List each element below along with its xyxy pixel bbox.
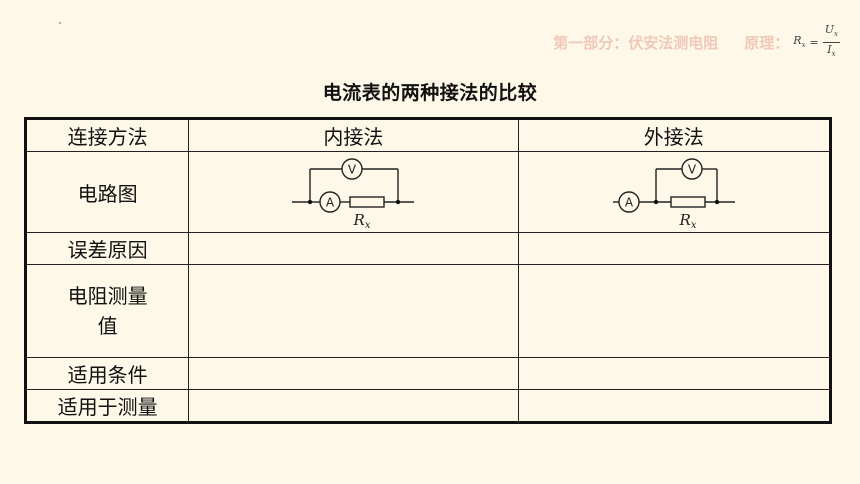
table-row-conditions: 适用条件 [24, 357, 832, 390]
resistor-label: Rx [353, 211, 371, 229]
external-conditions-cell [517, 357, 832, 390]
measured-value-label-text: 电阻测量值 [67, 284, 148, 338]
voltmeter-icon [341, 158, 364, 180]
table-row-suitable-for: 适用于测量 [24, 389, 832, 423]
ammeter-symbol-external: A [625, 196, 634, 210]
table-row-circuit: 电路图 V A Rx [24, 151, 832, 233]
internal-measured-value-cell [188, 264, 519, 358]
junction-dot-right-external [714, 199, 719, 205]
external-error-cause-cell [517, 232, 832, 265]
ammeter-icon-external [618, 191, 640, 213]
comparison-table: 连接方法 内接法 外接法 电路图 V A [24, 117, 832, 424]
external-circuit-cell: A V Rx [517, 151, 832, 233]
formula-denominator: I [827, 42, 832, 56]
resistance-formula: Rx = Ux Ix [793, 23, 840, 60]
table-row-error-cause: 误差原因 [24, 232, 832, 265]
row-label-error-cause: 误差原因 [24, 232, 190, 265]
internal-error-cause-cell [188, 232, 519, 265]
page-title: 电流表的两种接法的比较 [322, 82, 538, 104]
formula-numerator: U [824, 23, 835, 37]
row-label-conditions: 适用条件 [24, 357, 190, 390]
resistor-label-main-external: R [678, 211, 690, 229]
slide-header: 第一部分：伏安法测电阻 原理： Rx = Ux Ix [553, 22, 840, 62]
internal-conditions-cell [188, 357, 519, 390]
formula-lhs: R [793, 34, 802, 48]
internal-connection-circuit: V A Rx [292, 158, 415, 229]
section-title: 第一部分：伏安法测电阻 [553, 33, 719, 52]
internal-circuit-cell: V A Rx [188, 151, 519, 233]
table-header-row: 连接方法 内接法 外接法 [24, 118, 832, 152]
external-measured-value-cell [517, 264, 832, 358]
header-cell-internal: 内接法 [188, 118, 519, 152]
formula-lhs-sub: x [801, 41, 806, 50]
row-label-measured-value: 电阻测量值 [24, 264, 190, 358]
decorative-dot [59, 22, 61, 24]
row-label-suitable-for: 适用于测量 [24, 389, 190, 423]
resistor-label-main: R [353, 211, 365, 229]
junction-dot-left [308, 199, 313, 205]
formula-num-sub: x [834, 30, 838, 39]
resistor-icon [349, 196, 386, 208]
voltmeter-symbol: V [348, 163, 357, 177]
header-cell-method: 连接方法 [24, 118, 190, 152]
external-connection-circuit: A V Rx [612, 158, 735, 229]
formula-equals: = [809, 35, 819, 49]
resistor-label-external: Rx [678, 211, 696, 229]
formula-den-sub: x [831, 49, 836, 58]
voltmeter-symbol-external: V [688, 163, 697, 177]
row-label-circuit: 电路图 [24, 151, 190, 233]
header-cell-external: 外接法 [517, 118, 832, 152]
external-suitable-for-cell [517, 389, 832, 423]
table-row-measured-value: 电阻测量值 [24, 264, 832, 358]
resistor-icon-external [670, 196, 706, 208]
resistor-label-sub-external: x [691, 220, 697, 229]
resistor-label-sub: x [365, 220, 371, 229]
junction-dot-right [396, 199, 401, 205]
voltmeter-icon-external [681, 158, 703, 180]
internal-suitable-for-cell [188, 389, 519, 423]
ammeter-symbol: A [326, 196, 335, 210]
formula-fraction: Ux Ix [822, 23, 840, 60]
junction-dot-left-external [653, 199, 658, 205]
principle: 原理： Rx = Ux Ix [744, 23, 840, 60]
ammeter-icon [319, 191, 342, 213]
principle-label: 原理： [744, 33, 790, 52]
